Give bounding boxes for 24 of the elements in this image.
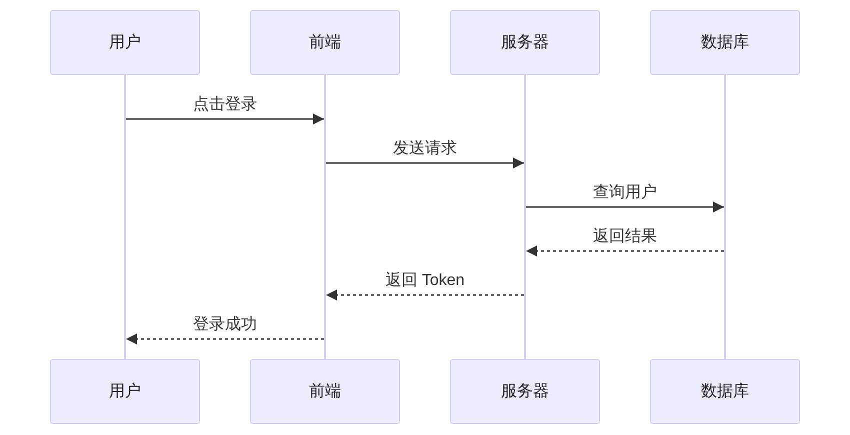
- participant-box: 服务器: [450, 359, 600, 424]
- participant-box: 前端: [250, 359, 400, 424]
- message-label: 点击登录: [193, 94, 257, 115]
- participant-box: 服务器: [450, 10, 600, 75]
- message-arrow: [326, 158, 524, 168]
- message-label: 登录成功: [193, 314, 257, 335]
- message-arrow: [526, 246, 724, 256]
- participant-box: 前端: [250, 10, 400, 75]
- lifeline: [124, 75, 126, 359]
- message-arrow: [126, 334, 324, 344]
- message-arrow: [126, 114, 324, 124]
- participant-box: 用户: [50, 359, 200, 424]
- message-arrow: [526, 202, 724, 212]
- lifeline: [324, 75, 326, 359]
- participant-box: 数据库: [650, 359, 800, 424]
- message-arrow: [326, 290, 524, 300]
- message-label: 返回结果: [593, 226, 657, 247]
- message-label: 发送请求: [393, 138, 457, 159]
- message-label: 返回 Token: [385, 270, 465, 291]
- participant-box: 用户: [50, 10, 200, 75]
- lifeline: [524, 75, 526, 359]
- message-label: 查询用户: [593, 182, 657, 203]
- participant-box: 数据库: [650, 10, 800, 75]
- lifeline: [724, 75, 726, 359]
